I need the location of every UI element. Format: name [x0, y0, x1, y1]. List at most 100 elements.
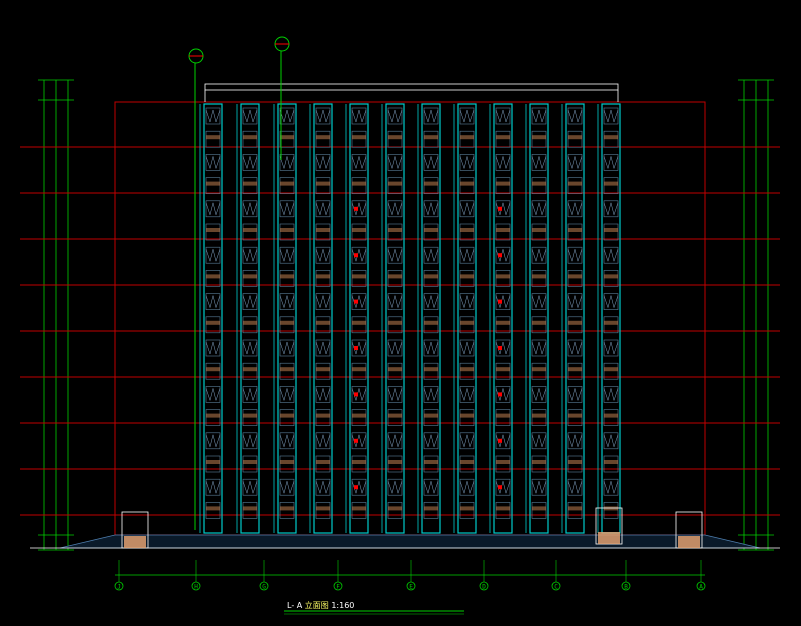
spandrel-band	[496, 181, 510, 186]
spandrel-band	[316, 228, 330, 232]
window-pane	[387, 154, 403, 171]
window-pane	[459, 293, 475, 310]
window-hatch	[603, 388, 619, 402]
window-pane	[495, 154, 511, 171]
window-pane	[423, 386, 439, 403]
window-hatch	[423, 249, 439, 263]
window-pane	[603, 339, 619, 357]
window-pane	[459, 107, 475, 125]
window-pane	[495, 107, 511, 125]
spandrel-band	[604, 413, 618, 418]
title-scale: 1:160	[331, 601, 355, 610]
window-pane	[205, 478, 221, 496]
spandrel-band	[532, 506, 546, 511]
axis-bubble	[696, 581, 706, 591]
window-pane	[531, 107, 547, 125]
window-pane	[351, 502, 367, 519]
window-pane	[459, 432, 475, 450]
window-hatch	[603, 434, 619, 448]
window-pane	[279, 386, 295, 403]
window-pane	[567, 154, 583, 171]
spandrel-band	[424, 135, 438, 140]
window-pane	[351, 200, 367, 218]
curtain-column	[277, 103, 297, 534]
window-hatch	[315, 388, 331, 402]
window-pane	[279, 478, 295, 496]
red-marker	[354, 253, 358, 258]
window-pane	[423, 293, 439, 310]
spandrel-band	[568, 228, 582, 232]
window-pane	[495, 246, 511, 264]
window-pane	[279, 200, 295, 218]
window-hatch	[205, 156, 221, 170]
window-pane	[205, 246, 221, 264]
spandrel-band	[532, 367, 546, 372]
window-pane	[603, 107, 619, 125]
window-pane	[459, 200, 475, 218]
window-hatch	[279, 249, 295, 263]
window-hatch	[459, 109, 475, 123]
spandrel-band	[496, 413, 510, 418]
spandrel-band	[206, 135, 220, 140]
entrance-steps	[598, 532, 620, 544]
window-hatch	[423, 388, 439, 402]
spandrel-band	[352, 506, 366, 511]
spandrel-band	[206, 506, 220, 511]
window-pane	[387, 293, 403, 310]
spandrel-band	[206, 274, 220, 279]
window-pane	[387, 432, 403, 450]
window-pane	[531, 386, 547, 403]
window-pane	[495, 200, 511, 218]
window-pane	[279, 154, 295, 171]
window-pane	[531, 293, 547, 310]
curtain-column	[565, 103, 585, 534]
window-pane	[567, 107, 583, 125]
window-pane	[205, 502, 221, 519]
left-dimension-chain	[38, 79, 74, 551]
window-hatch	[387, 295, 403, 309]
window-hatch	[603, 202, 619, 216]
building-facade	[114, 83, 706, 536]
spandrel-band	[460, 274, 474, 279]
window-pane	[567, 339, 583, 357]
window-hatch	[279, 434, 295, 448]
spandrel-band	[206, 460, 220, 464]
window-hatch	[567, 156, 583, 170]
window-hatch	[242, 295, 258, 309]
window-pane	[459, 478, 475, 496]
spandrel-band	[568, 460, 582, 464]
curtain-column	[349, 103, 369, 534]
window-hatch	[567, 202, 583, 216]
window-pane	[495, 339, 511, 357]
window-pane	[387, 386, 403, 403]
window-pane	[567, 293, 583, 310]
axis-label-J: J	[117, 584, 121, 591]
window-hatch	[205, 295, 221, 309]
spandrel-band	[316, 460, 330, 464]
window-pane	[205, 432, 221, 450]
window-hatch	[387, 249, 403, 263]
window-hatch	[242, 434, 258, 448]
window-hatch	[242, 481, 258, 495]
window-hatch	[279, 388, 295, 402]
window-hatch	[459, 481, 475, 495]
window-hatch	[459, 388, 475, 402]
window-pane	[315, 432, 331, 450]
red-marker	[498, 438, 502, 443]
window-hatch	[205, 109, 221, 123]
window-pane	[459, 154, 475, 171]
window-hatch	[387, 156, 403, 170]
spandrel-band	[568, 413, 582, 418]
window-hatch	[315, 434, 331, 448]
ground-hatch	[59, 534, 761, 549]
window-hatch	[603, 481, 619, 495]
window-pane	[351, 154, 367, 171]
window-hatch	[242, 249, 258, 263]
window-hatch	[205, 481, 221, 495]
spandrel-band	[280, 135, 294, 140]
spandrel-band	[568, 181, 582, 186]
window-hatch	[423, 481, 439, 495]
spandrel-band	[280, 460, 294, 464]
window-hatch	[459, 156, 475, 170]
